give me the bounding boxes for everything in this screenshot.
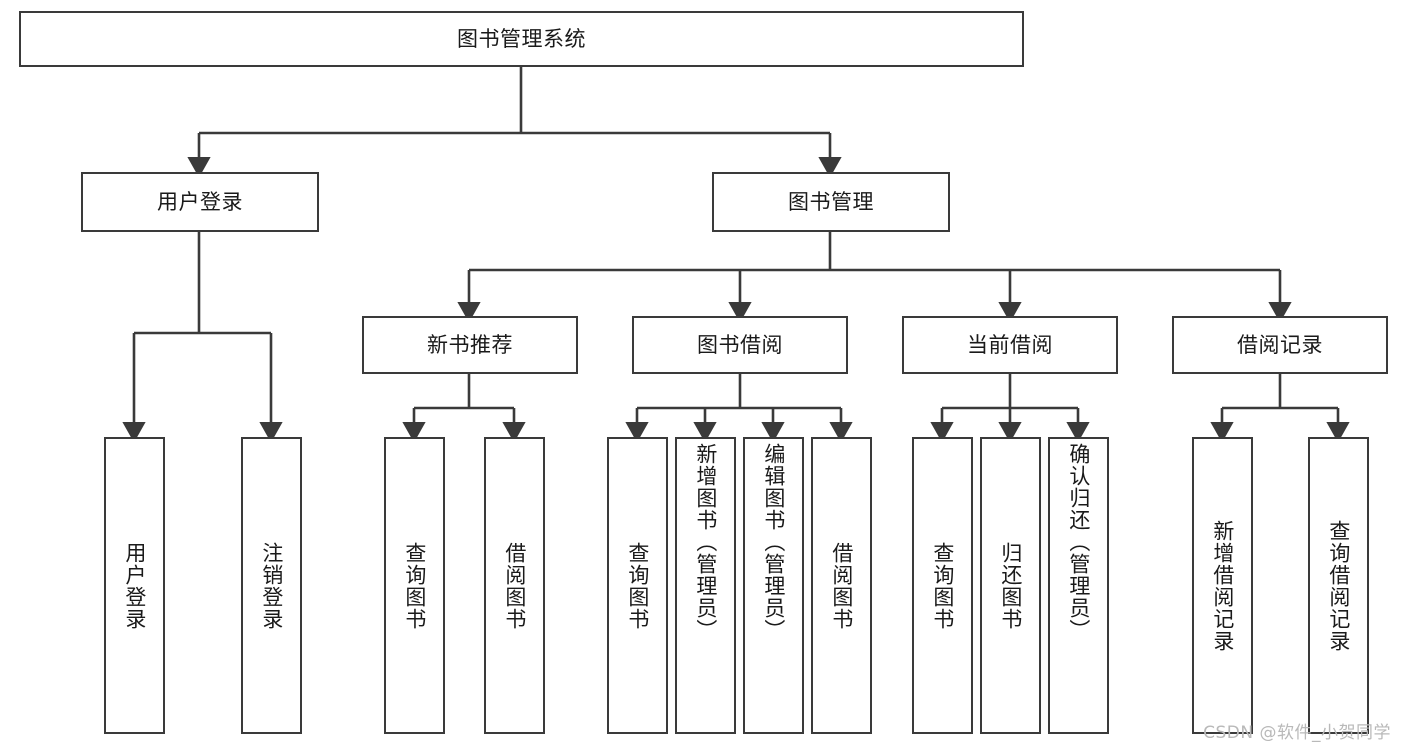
node-label: 新书推荐 [427, 332, 513, 357]
node-label: 查询图书 [402, 541, 427, 630]
node-label: 图书管理 [788, 189, 874, 214]
node-label: 借阅图书 [502, 541, 527, 630]
node-borrow-record[interactable]: 借阅记录 [1172, 316, 1388, 374]
leaf-borrow-add-book-admin[interactable]: 新增图书（管理员） [675, 437, 736, 734]
node-label: 编辑图书（管理员） [761, 443, 786, 641]
node-label: 图书管理系统 [457, 26, 586, 51]
leaf-recommend-borrow-book[interactable]: 借阅图书 [484, 437, 545, 734]
leaf-borrow-query-book[interactable]: 查询图书 [607, 437, 668, 734]
node-book-borrow[interactable]: 图书借阅 [632, 316, 848, 374]
node-label: 用户登录 [157, 189, 243, 214]
node-label: 借阅图书 [829, 541, 854, 630]
node-label: 查询图书 [930, 541, 955, 630]
node-user-login[interactable]: 用户登录 [81, 172, 319, 232]
node-label: 用户登录 [122, 541, 147, 630]
leaf-recommend-query-book[interactable]: 查询图书 [384, 437, 445, 734]
leaf-borrow-borrow-book[interactable]: 借阅图书 [811, 437, 872, 734]
node-label: 当前借阅 [967, 332, 1053, 357]
leaf-current-query-book[interactable]: 查询图书 [912, 437, 973, 734]
node-label: 借阅记录 [1237, 332, 1323, 357]
leaf-record-query-record[interactable]: 查询借阅记录 [1308, 437, 1369, 734]
leaf-record-add-record[interactable]: 新增借阅记录 [1192, 437, 1253, 734]
node-label: 归还图书 [998, 541, 1023, 630]
leaf-user-login-login[interactable]: 用户登录 [104, 437, 165, 734]
node-label: 查询图书 [625, 541, 650, 630]
node-label: 图书借阅 [697, 332, 783, 357]
node-book-management[interactable]: 图书管理 [712, 172, 950, 232]
node-current-borrow[interactable]: 当前借阅 [902, 316, 1118, 374]
leaf-borrow-edit-book-admin[interactable]: 编辑图书（管理员） [743, 437, 804, 734]
node-label: 注销登录 [259, 541, 284, 630]
node-label: 新增借阅记录 [1210, 519, 1235, 652]
node-label: 查询借阅记录 [1326, 519, 1351, 652]
node-label: 确认归还（管理员） [1066, 443, 1091, 641]
watermark: CSDN @软件_小贺同学 [1203, 723, 1391, 743]
node-label: 新增图书（管理员） [693, 443, 718, 641]
leaf-current-return-book[interactable]: 归还图书 [980, 437, 1041, 734]
leaf-current-confirm-return-admin[interactable]: 确认归还（管理员） [1048, 437, 1109, 734]
leaf-user-login-logout[interactable]: 注销登录 [241, 437, 302, 734]
node-root-system[interactable]: 图书管理系统 [19, 11, 1024, 67]
node-new-book-recommend[interactable]: 新书推荐 [362, 316, 578, 374]
